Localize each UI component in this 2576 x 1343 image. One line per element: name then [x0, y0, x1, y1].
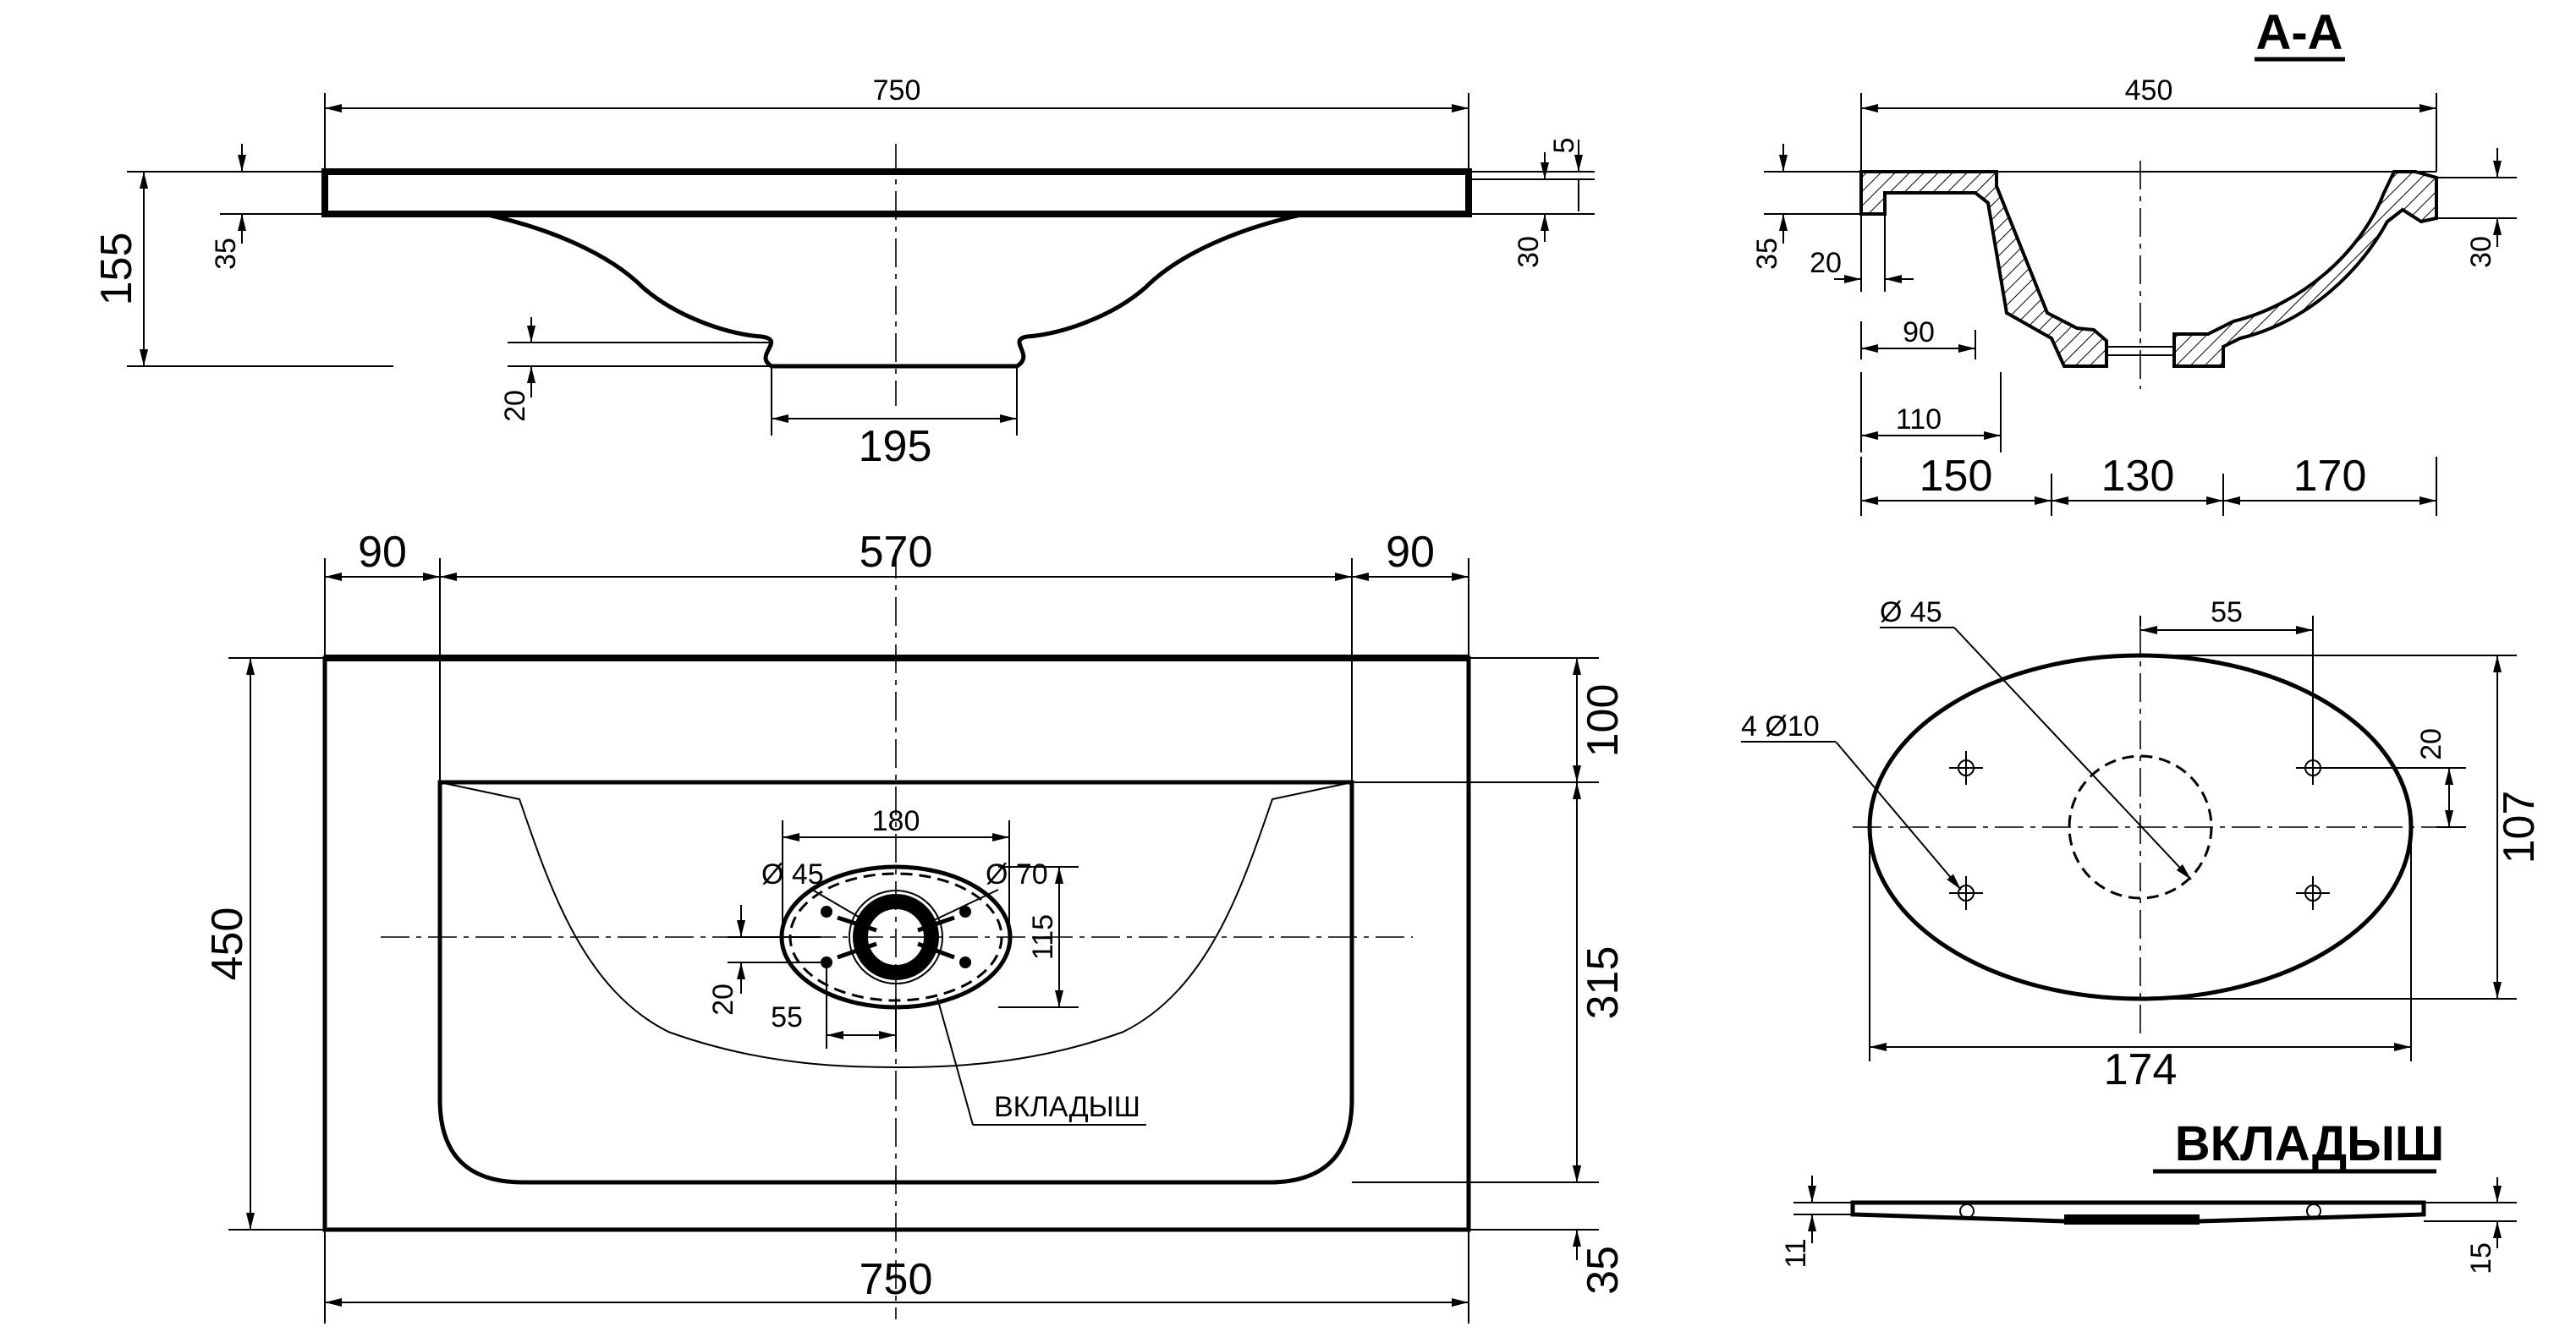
dim-front-slab-thickness: 35 [210, 238, 242, 270]
mount-hole-icon [821, 906, 832, 918]
section-profile-left [1859, 170, 2108, 368]
label-insert-callout: ВКЛАДЫШ [994, 1091, 1140, 1123]
dim-insert-thickness-left: 11 [1780, 1238, 1812, 1268]
dim-front-drain-height: 20 [499, 390, 531, 422]
dim-insert-width: 180 [872, 805, 920, 837]
dim-front-overall-width: 750 [873, 74, 921, 107]
dim-section-wall-offset: 20 [1810, 247, 1842, 279]
dim-section-ledge-offset: 110 [1896, 403, 1942, 436]
dim-top-overall-width: 750 [860, 1255, 933, 1304]
mount-hole-icon [1949, 751, 1983, 785]
mount-hole-icon [1949, 876, 1983, 910]
dim-insert-offset-x: 55 [771, 1001, 803, 1033]
insert-plan-view: Ø 45 4 Ø10 55 20 107 174 [1741, 596, 2544, 1094]
countertop-outline [322, 655, 1471, 1232]
insert-side-view: ВКЛАДЫШ 11 15 [1780, 1116, 2517, 1274]
drain-ring-outer [853, 894, 939, 980]
dim-section-right-rim: 30 [2465, 236, 2497, 268]
label-insert-mount-holes: 4 Ø10 [1741, 710, 1820, 743]
label-insert-center-hole: Ø 45 [1880, 596, 1942, 628]
dim-front-rim-thickness: 30 [1513, 236, 1545, 268]
section-view: А-А 450 35 20 30 90 [1751, 5, 2517, 516]
dim-section-seg-right: 170 [2293, 452, 2367, 501]
basin-profile [483, 211, 1305, 369]
label-hole-large: Ø 70 [986, 858, 1048, 891]
mount-hole-icon [959, 957, 971, 968]
dim-front-drain-width: 195 [859, 422, 932, 471]
dim-top-front-margin: 35 [1579, 1246, 1628, 1295]
dim-top-basin-depth: 315 [1579, 946, 1628, 1020]
dim-insert-plan-height: 107 [2495, 791, 2544, 864]
label-hole-small: Ø 45 [761, 858, 824, 891]
dim-top-left-margin: 90 [358, 528, 407, 577]
front-view: 750 155 35 5 30 20 195 [92, 74, 1595, 471]
dim-section-overall-width: 450 [2125, 74, 2173, 107]
mount-hole-icon [2296, 876, 2330, 910]
dim-insert-plan-width: 174 [2104, 1045, 2178, 1094]
dim-section-seg-mid: 130 [2101, 452, 2175, 501]
dim-insert-height: 115 [1027, 914, 1059, 960]
dim-section-inner-offset: 90 [1903, 316, 1935, 348]
dim-front-rim-top: 5 [1548, 138, 1580, 154]
basin-bowl-edge [439, 781, 1353, 1069]
insert-title: ВКЛАДЫШ [2175, 1116, 2444, 1171]
basin-outline [437, 780, 1354, 1185]
dim-section-rim-height: 35 [1751, 238, 1783, 270]
section-profile-right [2172, 170, 2438, 368]
insert-side-drain [2064, 1214, 2200, 1225]
dim-top-back-margin: 100 [1579, 684, 1628, 758]
top-view: 90 570 90 450 100 315 35 750 180 Ø 45 Ø [203, 528, 1628, 1324]
dim-top-right-margin: 90 [1386, 528, 1435, 577]
section-title: А-А [2255, 5, 2343, 60]
dim-insert-offset-y: 20 [707, 984, 739, 1016]
dim-insert-hole-spacing: 55 [2211, 596, 2243, 628]
dim-front-overall-height: 155 [92, 233, 141, 306]
dim-insert-hole-offset: 20 [2415, 728, 2447, 760]
dim-insert-thickness-right: 15 [2465, 1242, 2497, 1274]
mount-hole-icon [959, 906, 971, 918]
dim-section-seg-left: 150 [1920, 452, 1993, 501]
countertop-slab [321, 168, 1472, 217]
dim-top-basin-width: 570 [860, 528, 933, 577]
dim-top-overall-depth: 450 [203, 907, 252, 981]
